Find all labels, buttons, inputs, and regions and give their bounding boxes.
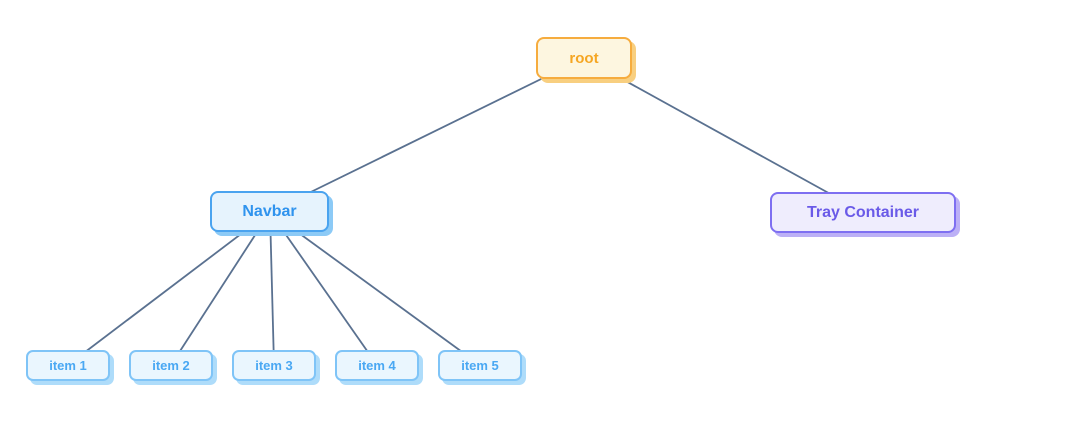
node-root[interactable]: root [536,37,632,79]
edge-navbar-item-4 [269,211,378,366]
node-item-4[interactable]: item 4 [335,350,419,381]
node-item-2-label: item 2 [152,358,190,373]
node-item-3[interactable]: item 3 [232,350,316,381]
node-item-5-label: item 5 [461,358,499,373]
node-item-3-label: item 3 [255,358,293,373]
edge-navbar-item-3 [269,211,275,366]
node-navbar-label: Navbar [242,202,297,220]
node-item-1-label: item 1 [49,358,87,373]
node-item-1[interactable]: item 1 [26,350,110,381]
node-tray-container[interactable]: Tray Container [770,192,956,233]
node-item-5[interactable]: item 5 [438,350,522,381]
node-tray-container-label: Tray Container [806,203,920,221]
edge-root-tray [583,57,864,213]
node-item-4-label: item 4 [358,358,396,373]
node-item-2[interactable]: item 2 [129,350,213,381]
edge-navbar-item-5 [269,211,481,366]
edge-root-navbar [269,57,585,213]
edge-navbar-item-2 [170,211,271,366]
node-root-label: root [569,49,599,67]
edge-navbar-item-1 [67,211,271,366]
node-navbar[interactable]: Navbar [210,191,329,232]
